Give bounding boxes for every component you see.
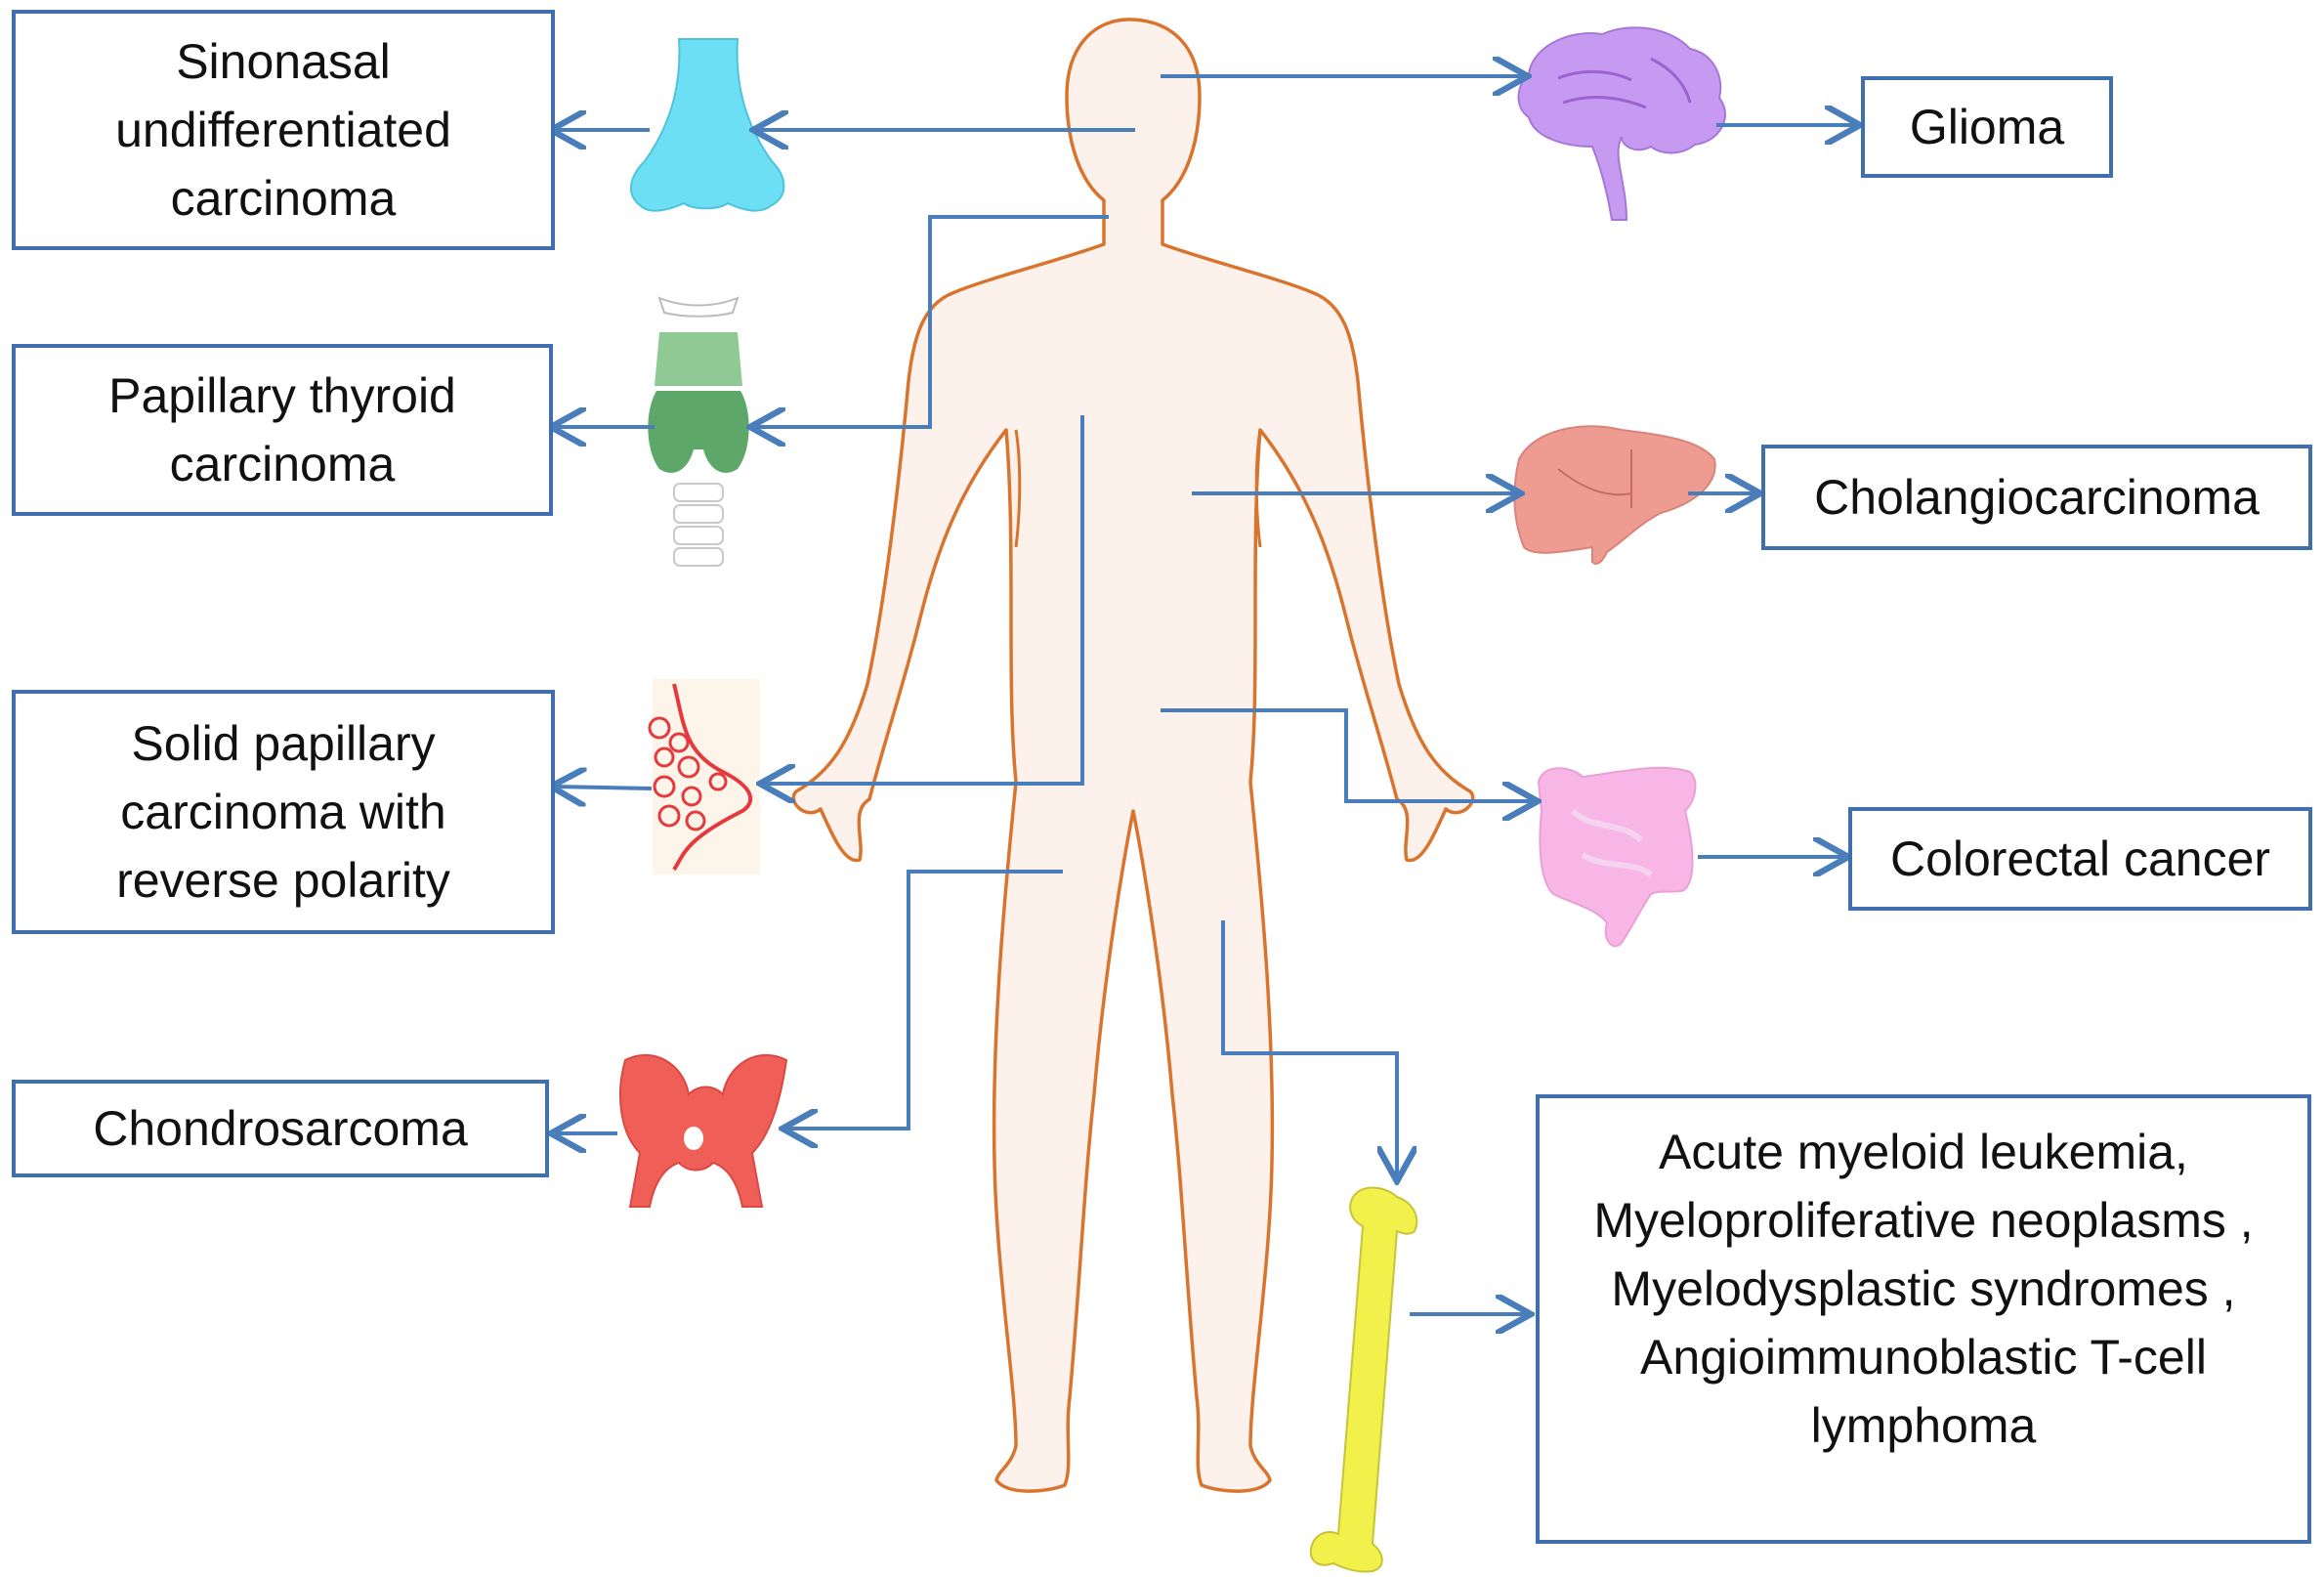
colorectal-cancer-box: Colorectal cancer xyxy=(1848,807,2312,911)
connectors xyxy=(555,76,1856,1314)
femur-icon xyxy=(1309,1186,1418,1573)
connector-chest-to-breast xyxy=(764,415,1084,784)
solid-papillary-carcinoma-label: Solid papillary carcinoma with reverse p… xyxy=(116,716,450,908)
brain-icon xyxy=(1517,26,1726,221)
liver-icon xyxy=(1513,425,1716,565)
connector-pelvis-region-to-pelvis xyxy=(786,870,1063,1129)
connector-neck-to-thyroid xyxy=(754,215,1109,427)
thyroid-icon xyxy=(648,296,749,567)
human-body-icon xyxy=(791,18,1475,1493)
cholangiocarcinoma-box: Cholangiocarcinoma xyxy=(1761,445,2312,550)
chondrosarcoma-label: Chondrosarcoma xyxy=(93,1101,468,1156)
colorectal-cancer-label: Colorectal cancer xyxy=(1889,831,2271,886)
connector-breast-to-label xyxy=(555,787,653,788)
papillary-thyroid-carcinoma-label: Papillary thyroid carcinoma xyxy=(108,368,456,491)
nose-icon xyxy=(630,38,785,212)
hematologic-malignancies-box: Acute myeloid leukemia, Myeloproliferati… xyxy=(1536,1094,2311,1544)
papillary-thyroid-carcinoma-box: Papillary thyroid carcinoma xyxy=(12,344,553,516)
colon-icon xyxy=(1537,766,1697,948)
sinonasal-carcinoma-label: Sinonasal undifferentiated carcinoma xyxy=(115,34,451,226)
cholangiocarcinoma-label: Cholangiocarcinoma xyxy=(1814,470,2260,525)
glioma-box: Glioma xyxy=(1861,76,2113,178)
sinonasal-carcinoma-box: Sinonasal undifferentiated carcinoma xyxy=(12,10,555,250)
connector-thigh-to-femur xyxy=(1221,920,1397,1177)
glioma-label: Glioma xyxy=(1909,100,2065,154)
solid-papillary-carcinoma-box: Solid papillary carcinoma with reverse p… xyxy=(12,690,555,934)
breast-icon xyxy=(648,679,760,874)
connector-abdomen-to-colon xyxy=(1161,708,1534,801)
hematologic-malignancies-label: Acute myeloid leukemia, Myeloproliferati… xyxy=(1593,1125,2254,1453)
chondrosarcoma-box: Chondrosarcoma xyxy=(12,1080,549,1177)
pelvis-icon xyxy=(619,1054,788,1208)
